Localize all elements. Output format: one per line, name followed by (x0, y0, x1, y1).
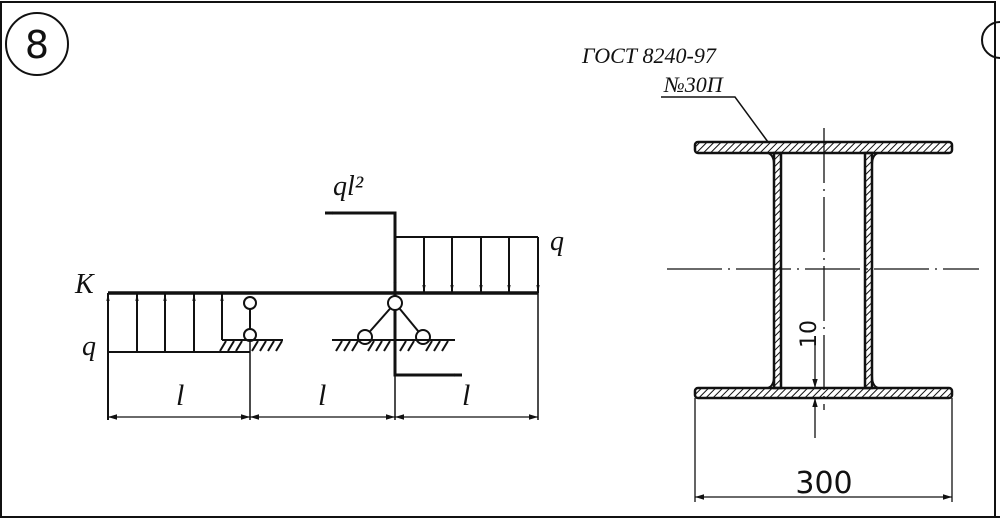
point-k-label: K (74, 269, 95, 300)
distributed-load-left (106, 293, 250, 420)
problem-number: 8 (25, 23, 49, 67)
span-label-1: l (176, 379, 184, 412)
beam-diagram (106, 211, 540, 420)
moment-label: ql² (333, 171, 364, 202)
pinned-support (332, 295, 455, 352)
span-label-3: l (462, 379, 470, 412)
gap-dimension-label: 10 (797, 320, 822, 348)
load-left-label: q (82, 331, 96, 362)
span-label-2: l (318, 379, 326, 412)
standard-label: ГОСТ 8240-97 (581, 43, 717, 68)
problem-number-badge: 8 (5, 12, 69, 76)
load-right-label: q (550, 226, 564, 257)
distributed-load-right (395, 236, 540, 420)
moment-load (325, 211, 462, 420)
roller-support (219, 296, 283, 420)
width-dimension-label: 300 (795, 466, 852, 501)
cross-section (661, 96, 979, 502)
profile-label: №30П (663, 72, 724, 97)
